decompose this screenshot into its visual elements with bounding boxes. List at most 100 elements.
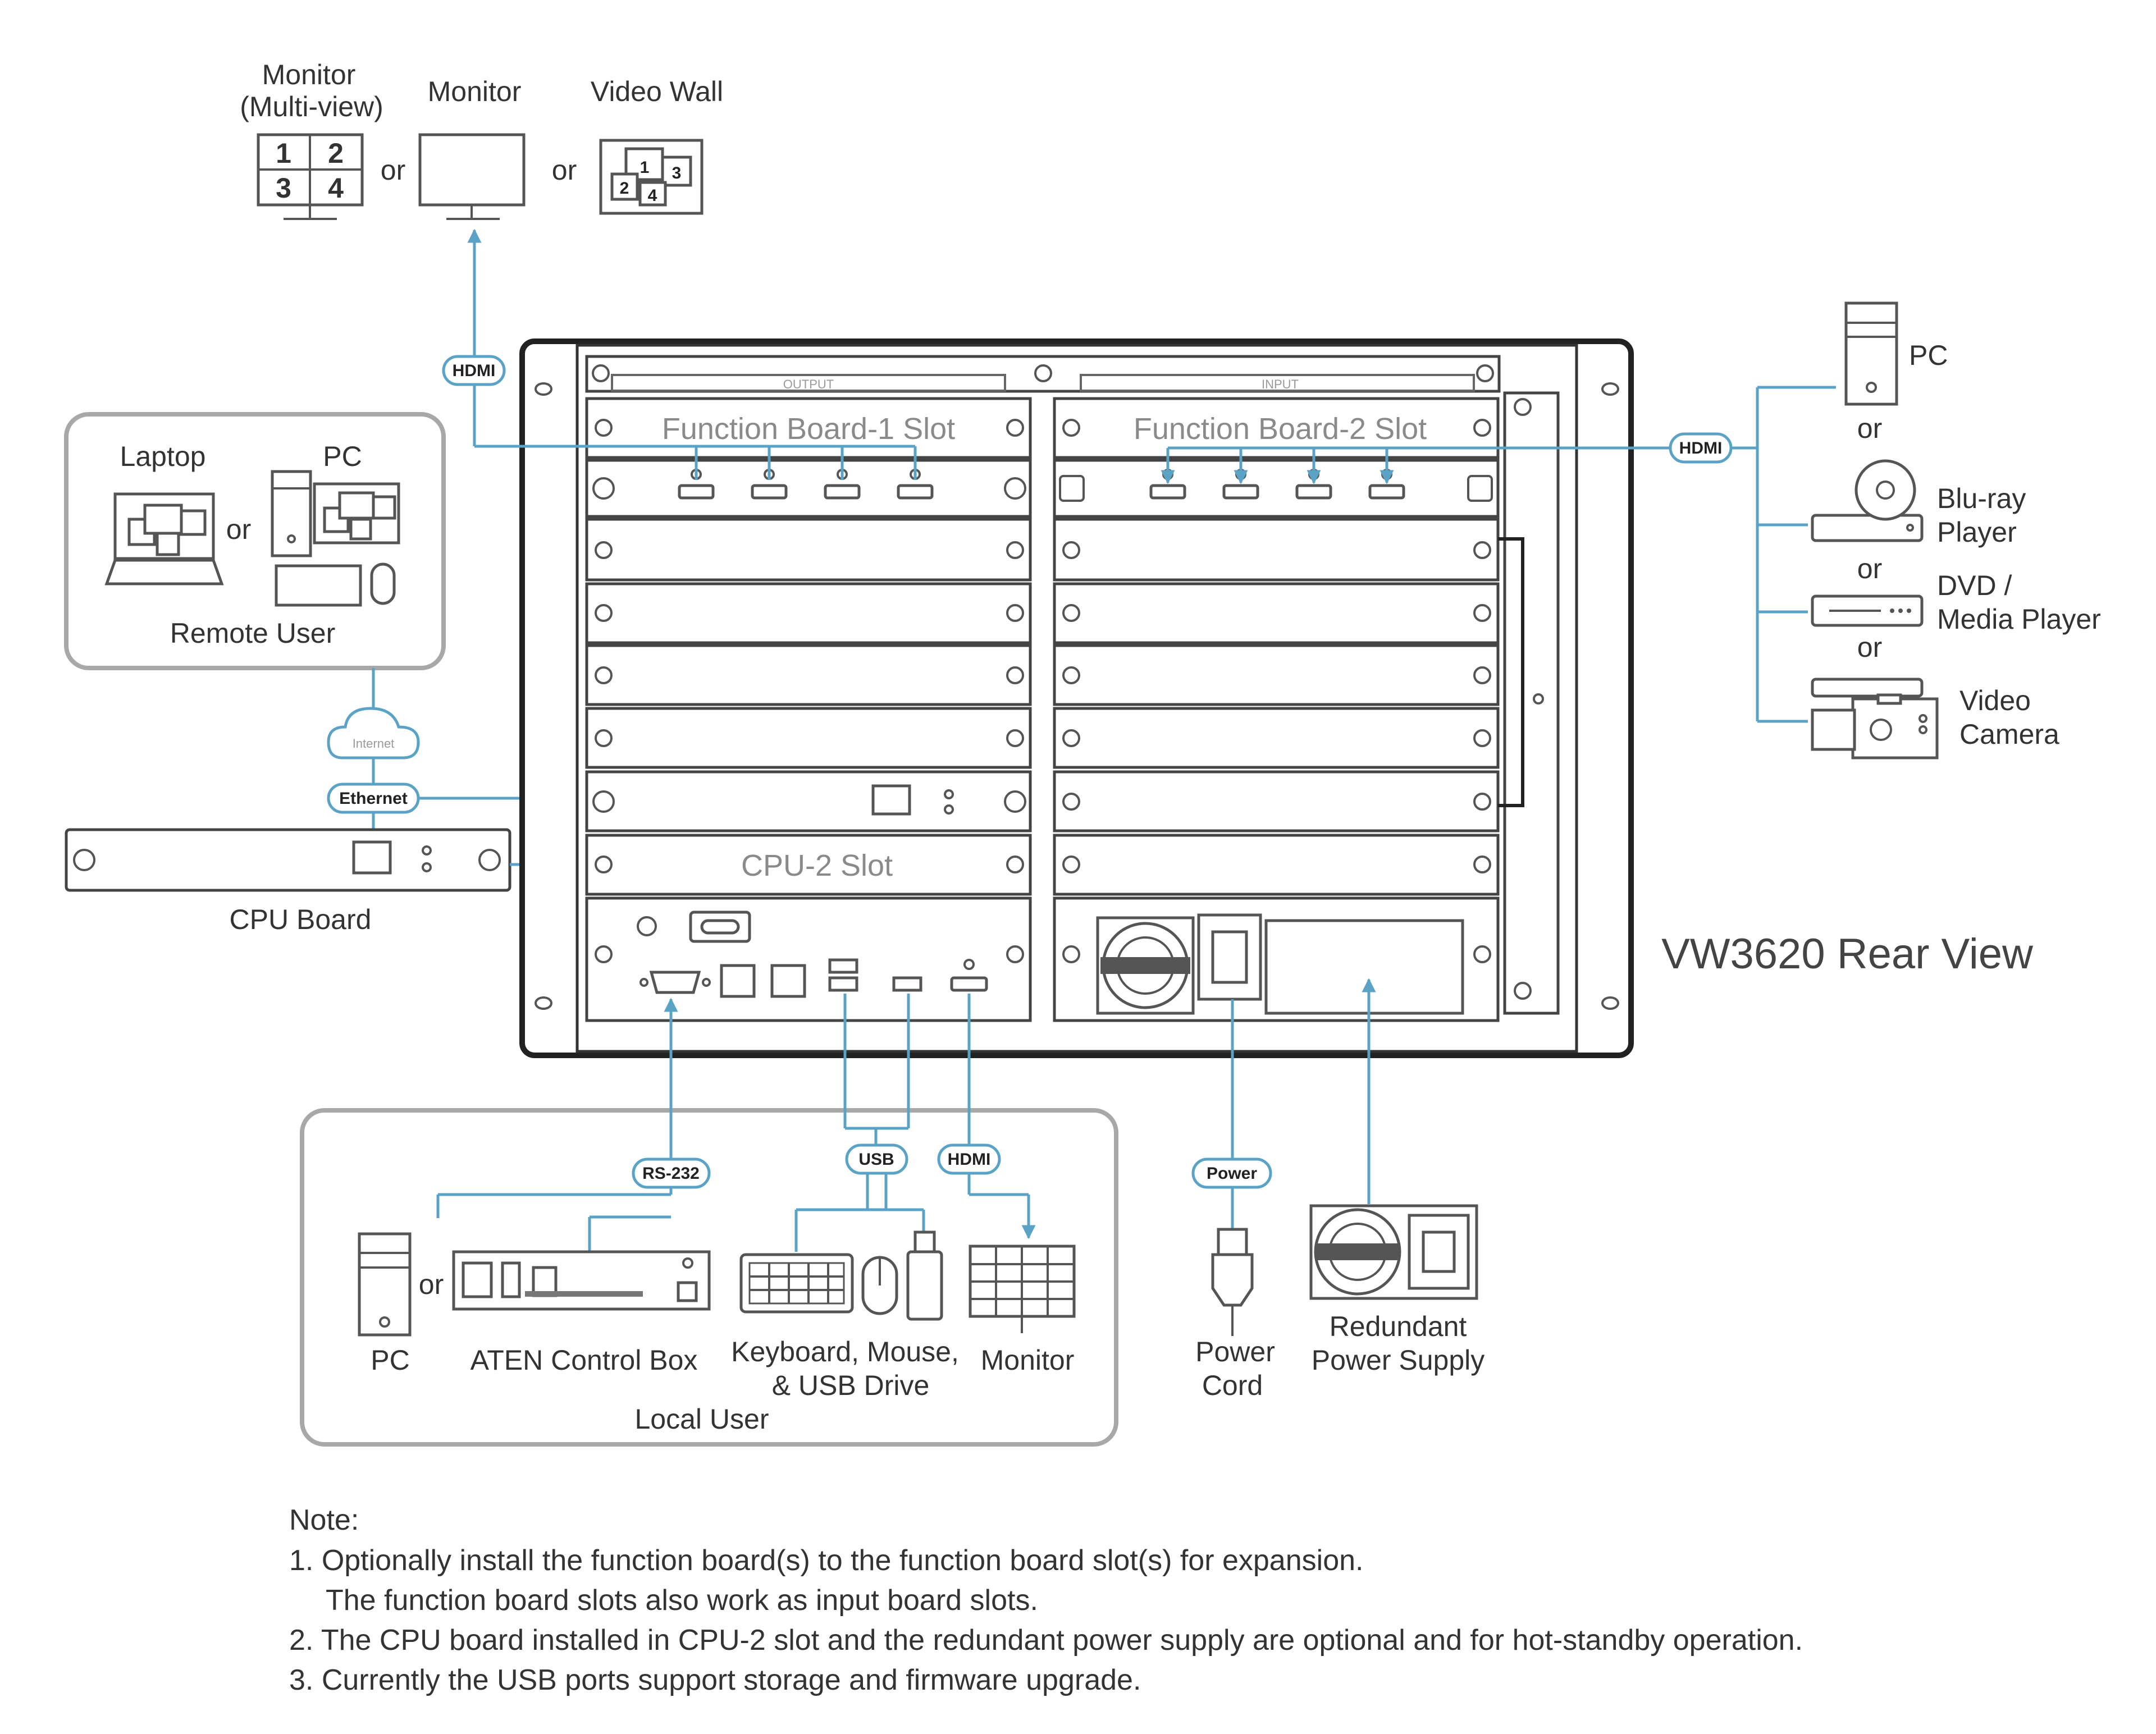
blank-slots-left <box>585 518 1032 769</box>
local-pc-icon <box>358 1232 412 1337</box>
hdmi-output-label: HDMI <box>453 362 496 380</box>
hdmi-input-label: HDMI <box>1679 439 1723 457</box>
keyboard-icon <box>739 1253 854 1314</box>
power-supply-fan-icon <box>1096 916 1195 1015</box>
redundant-psu-label-2: Power Supply <box>1312 1344 1485 1376</box>
lan-port <box>720 964 756 998</box>
note-line: 1. Optionally install the function board… <box>289 1544 1364 1577</box>
camera-label-1: Video <box>1959 685 2031 716</box>
output-devices: Monitor (Multi-view) 1 2 3 4 or Monitor … <box>240 59 723 220</box>
note-line: The function board slots also work as in… <box>326 1584 1038 1617</box>
blank-slots-right <box>1053 518 1500 896</box>
rs232-label: RS-232 <box>642 1164 700 1183</box>
notes: Note: 1. Optionally install the function… <box>289 1504 1803 1696</box>
power-connection-label: Power <box>1207 1164 1257 1183</box>
input-tag: INPUT <box>1262 377 1299 391</box>
input-pc-label: PC <box>1909 340 1948 371</box>
output-tag: OUTPUT <box>783 377 834 391</box>
wall-cell: 3 <box>672 164 682 182</box>
note-line: 3. Currently the USB ports support stora… <box>289 1664 1141 1696</box>
multiview-cell: 1 <box>276 138 291 169</box>
usb-label: USB <box>858 1150 894 1169</box>
or-label: or <box>552 154 577 186</box>
local-monitor-label: Monitor <box>981 1344 1075 1376</box>
local-user-label: Local User <box>635 1403 769 1435</box>
hdmi-local-label: HDMI <box>948 1150 991 1169</box>
note-line: 2. The CPU board installed in CPU-2 slot… <box>289 1624 1803 1657</box>
kbm-label-1: Keyboard, Mouse, <box>731 1336 959 1367</box>
lan-port <box>770 964 806 998</box>
remote-pc-icon <box>271 470 400 607</box>
video-wall-label: Video Wall <box>591 76 723 107</box>
input-devices: PC or Blu-ray Player or DVD / Media Play… <box>1811 301 2101 760</box>
cpu-board-label: CPU Board <box>230 904 372 935</box>
rs232-port <box>640 971 711 994</box>
multiview-cell: 2 <box>328 138 344 169</box>
bluray-player-icon <box>1811 459 1924 542</box>
aten-control-box-icon <box>452 1250 711 1311</box>
multiview-cell: 3 <box>276 172 291 204</box>
remote-user-label: Remote User <box>170 617 336 649</box>
dvd-player-icon <box>1811 594 1924 627</box>
chassis-title: VW3620 Rear View <box>1661 930 2034 978</box>
power-cord-label-2: Cord <box>1202 1370 1263 1401</box>
or-label: or <box>1857 553 1882 584</box>
or-label: or <box>226 514 251 545</box>
remote-pc-label: PC <box>323 441 362 472</box>
hdmi-port <box>950 976 988 992</box>
video-wall-icon: 1 3 2 4 <box>599 139 704 215</box>
camera-label-2: Camera <box>1959 719 2059 750</box>
wall-cell: 2 <box>620 179 629 198</box>
cpu-board: CPU Board <box>65 828 684 935</box>
bluray-label-1: Blu-ray <box>1937 483 2026 514</box>
hdmi-output-wiring: HDMI <box>442 228 917 480</box>
or-label: or <box>419 1269 444 1300</box>
usb-port <box>828 958 858 974</box>
local-monitor-icon <box>969 1245 1076 1333</box>
monitor-multiview-label-1: Monitor <box>262 59 356 90</box>
usb-port <box>892 976 922 992</box>
wall-cell: 4 <box>648 186 657 205</box>
monitor-label: Monitor <box>428 76 522 107</box>
power-section: Power Power Cord Redundant Power Supply <box>1191 978 1485 1401</box>
or-label: or <box>1857 413 1882 444</box>
network: Internet Ethernet <box>327 668 873 842</box>
note-heading: Note: <box>289 1504 359 1536</box>
monitor-multiview-icon: 1 2 3 4 <box>257 133 364 220</box>
usb-port <box>828 976 858 992</box>
control-box-label: ATEN Control Box <box>471 1344 698 1376</box>
or-label: or <box>381 154 405 186</box>
power-cord-label-1: Power <box>1195 1336 1275 1367</box>
redundant-psu-bay <box>1264 919 1464 1015</box>
internet-label: Internet <box>353 736 395 751</box>
laptop-icon <box>104 492 224 585</box>
usb-drive-icon <box>906 1230 943 1321</box>
function-board-2-slot-label: Function Board-2 Slot <box>1134 412 1427 446</box>
vw3620-chassis: OUTPUT INPUT Function Board-1 Slot Funct… <box>519 338 1634 1058</box>
local-pc-label: PC <box>371 1344 409 1376</box>
local-user-group: RS-232 USB HDMI or PC <box>300 994 1118 1447</box>
bluray-label-2: Player <box>1937 516 2017 548</box>
hdmi-input-wiring: HDMI <box>1161 386 1836 723</box>
monitor-icon <box>418 133 526 220</box>
kbm-label-2: & USB Drive <box>772 1370 930 1401</box>
redundant-power-supply-icon <box>1309 1204 1478 1300</box>
dvd-label-2: Media Player <box>1937 603 2101 635</box>
ethernet-label: Ethernet <box>339 789 408 808</box>
hdmi-output-ports <box>678 469 934 500</box>
cpu2-slot-label: CPU-2 Slot <box>741 849 893 882</box>
video-camera-icon <box>1811 678 1939 760</box>
internet-cloud-icon <box>327 707 420 760</box>
remote-user-group: Laptop PC or Remote User <box>64 412 446 670</box>
multiview-cell: 4 <box>328 172 344 204</box>
wall-cell: 1 <box>640 158 650 177</box>
dvd-label-1: DVD / <box>1937 570 2012 601</box>
or-label: or <box>1857 632 1882 663</box>
function-board-1-slot-label: Function Board-1 Slot <box>662 412 955 446</box>
redundant-psu-label-1: Redundant <box>1330 1311 1467 1342</box>
monitor-multiview-label-2: (Multi-view) <box>240 91 383 122</box>
pc-icon <box>1844 301 1898 406</box>
power-cord-icon <box>1211 1228 1254 1336</box>
laptop-label: Laptop <box>120 441 206 472</box>
